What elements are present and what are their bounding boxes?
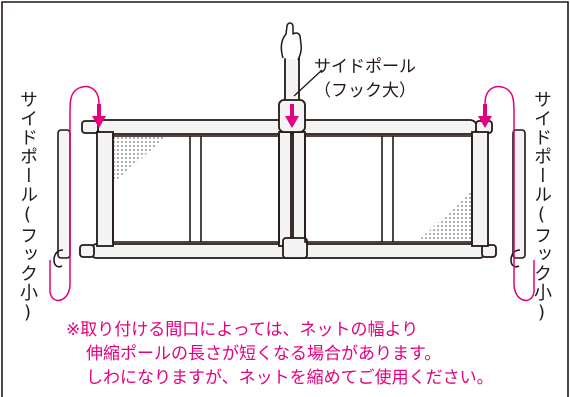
- insertion-path-right: [484, 85, 535, 302]
- center-post-left: [278, 131, 292, 247]
- side-pole-small-left: [53, 129, 71, 268]
- right-post: [471, 131, 489, 247]
- net-panel-right: [304, 135, 473, 243]
- note-line: 伸縮ポールの長さが短くなる場合があります。: [86, 344, 442, 364]
- net-panel-left: [112, 135, 280, 243]
- callout-leader: [293, 69, 323, 97]
- mesh-shading-right: [418, 192, 471, 241]
- left-post: [96, 131, 114, 247]
- mesh-shading-left: [114, 137, 166, 182]
- center-post-right: [292, 131, 306, 247]
- side-pole-large-label: サイドポール: [314, 57, 416, 77]
- side-pole-small-left-label: サイドポール(フック小): [17, 90, 38, 324]
- down-arrow-icon: [285, 104, 299, 128]
- side-pole-small-right: [510, 129, 526, 268]
- side-pole-small-right-label: サイドポール(フック小): [531, 90, 552, 324]
- top-rail-left-cap: [81, 120, 99, 134]
- side-pole-large-sublabel: （フック大）: [314, 81, 416, 101]
- center-connector: [282, 237, 308, 259]
- bottom-rail-right-cap: [481, 244, 497, 258]
- net-panels: [112, 135, 473, 243]
- bottom-rail-left-cap: [79, 244, 95, 258]
- down-arrow-icon: [92, 104, 106, 128]
- note-line: ※取り付ける間口によっては、ネットの幅より: [66, 320, 419, 340]
- note-line: しわになりますが、ネットを縮めてご使用ください。: [86, 368, 494, 388]
- insertion-path-left: [49, 85, 100, 302]
- down-arrow-icon: [478, 104, 492, 128]
- hand-icon: [280, 22, 302, 61]
